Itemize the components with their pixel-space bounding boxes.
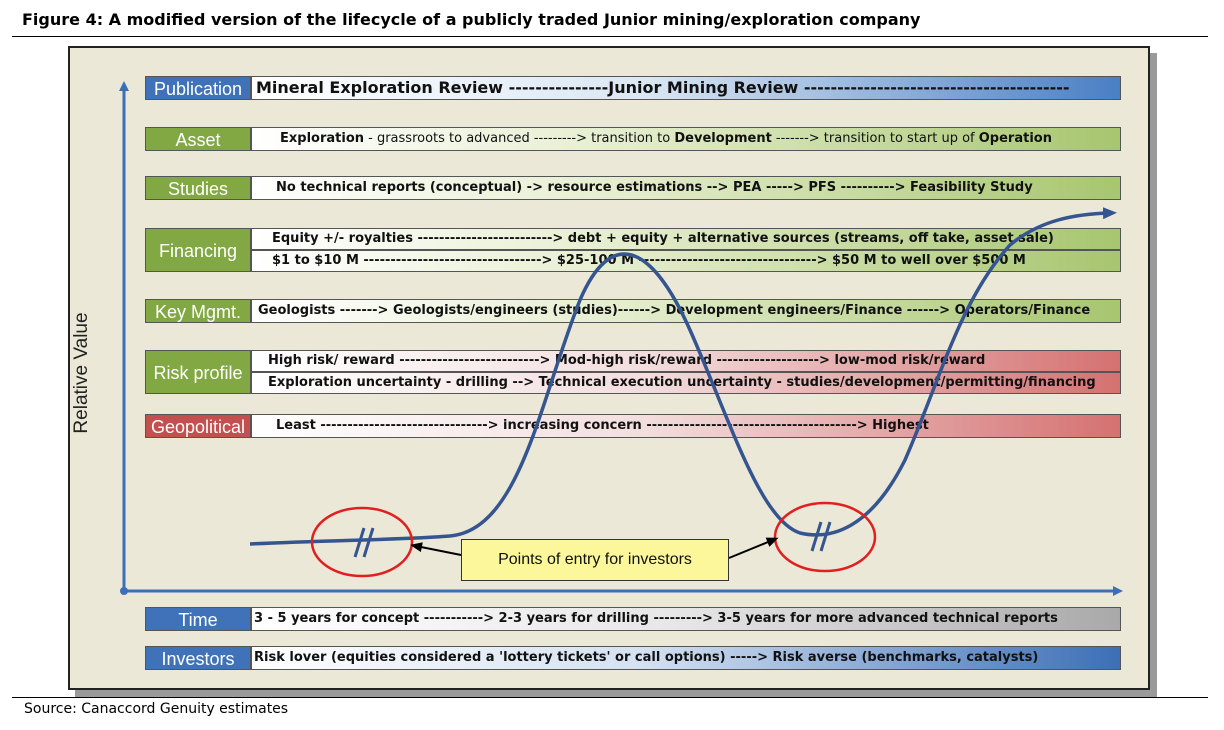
asset-development: Development (674, 131, 772, 146)
geopolitical-bar: Least -------------------------------> i… (251, 414, 1121, 438)
top-rule (12, 36, 1208, 37)
asset-label: Asset (145, 127, 251, 151)
callout-arrow-right (728, 537, 779, 559)
break-mark-right (810, 521, 832, 552)
time-label: Time (145, 607, 251, 631)
publication-bar: Mineral Exploration Review -------------… (251, 76, 1121, 100)
asset-text-1: - grassroots to advanced ---------> tran… (364, 131, 675, 146)
risk-profile-label: Risk profile (145, 350, 251, 394)
asset-text-2: -------> transition to start up of (771, 131, 979, 146)
financing-bar-1: Equity +/- royalties -------------------… (251, 228, 1121, 250)
risk-bar-1: High risk/ reward ----------------------… (251, 350, 1121, 372)
time-bar: 3 - 5 years for concept -----------> 2-3… (251, 607, 1121, 631)
key-mgmt-label: Key Mgmt. (145, 299, 251, 323)
entry-points-callout: Points of entry for investors (461, 539, 729, 581)
asset-operation: Operation (978, 131, 1052, 146)
studies-label: Studies (145, 176, 251, 200)
entry-circle-left (310, 506, 414, 578)
figure-title: Figure 4: A modified version of the life… (22, 10, 921, 29)
y-axis-label: Relative Value (71, 312, 92, 434)
risk-bar-2: Exploration uncertainty - drilling --> T… (251, 372, 1121, 394)
publication-label: Publication (145, 76, 251, 100)
lifecycle-curve (249, 207, 1117, 546)
investors-label: Investors (145, 646, 251, 670)
callout-arrow-left (410, 542, 462, 556)
entry-circle-right (773, 501, 877, 573)
bottom-rule (12, 697, 1208, 698)
financing-label: Financing (145, 228, 251, 272)
asset-exploration: Exploration (280, 131, 364, 146)
studies-bar: No technical reports (conceptual) -> res… (251, 176, 1121, 200)
asset-bar: Exploration - grassroots to advanced ---… (251, 127, 1121, 151)
geopolitical-label: Geopolitical (145, 414, 251, 438)
axis-origin (120, 587, 128, 595)
source-note: Source: Canaccord Genuity estimates (24, 701, 289, 717)
financing-bar-2: $1 to $10 M ----------------------------… (251, 250, 1121, 272)
break-mark-left (353, 527, 375, 558)
investors-bar: Risk lover (equities considered a 'lotte… (251, 646, 1121, 670)
